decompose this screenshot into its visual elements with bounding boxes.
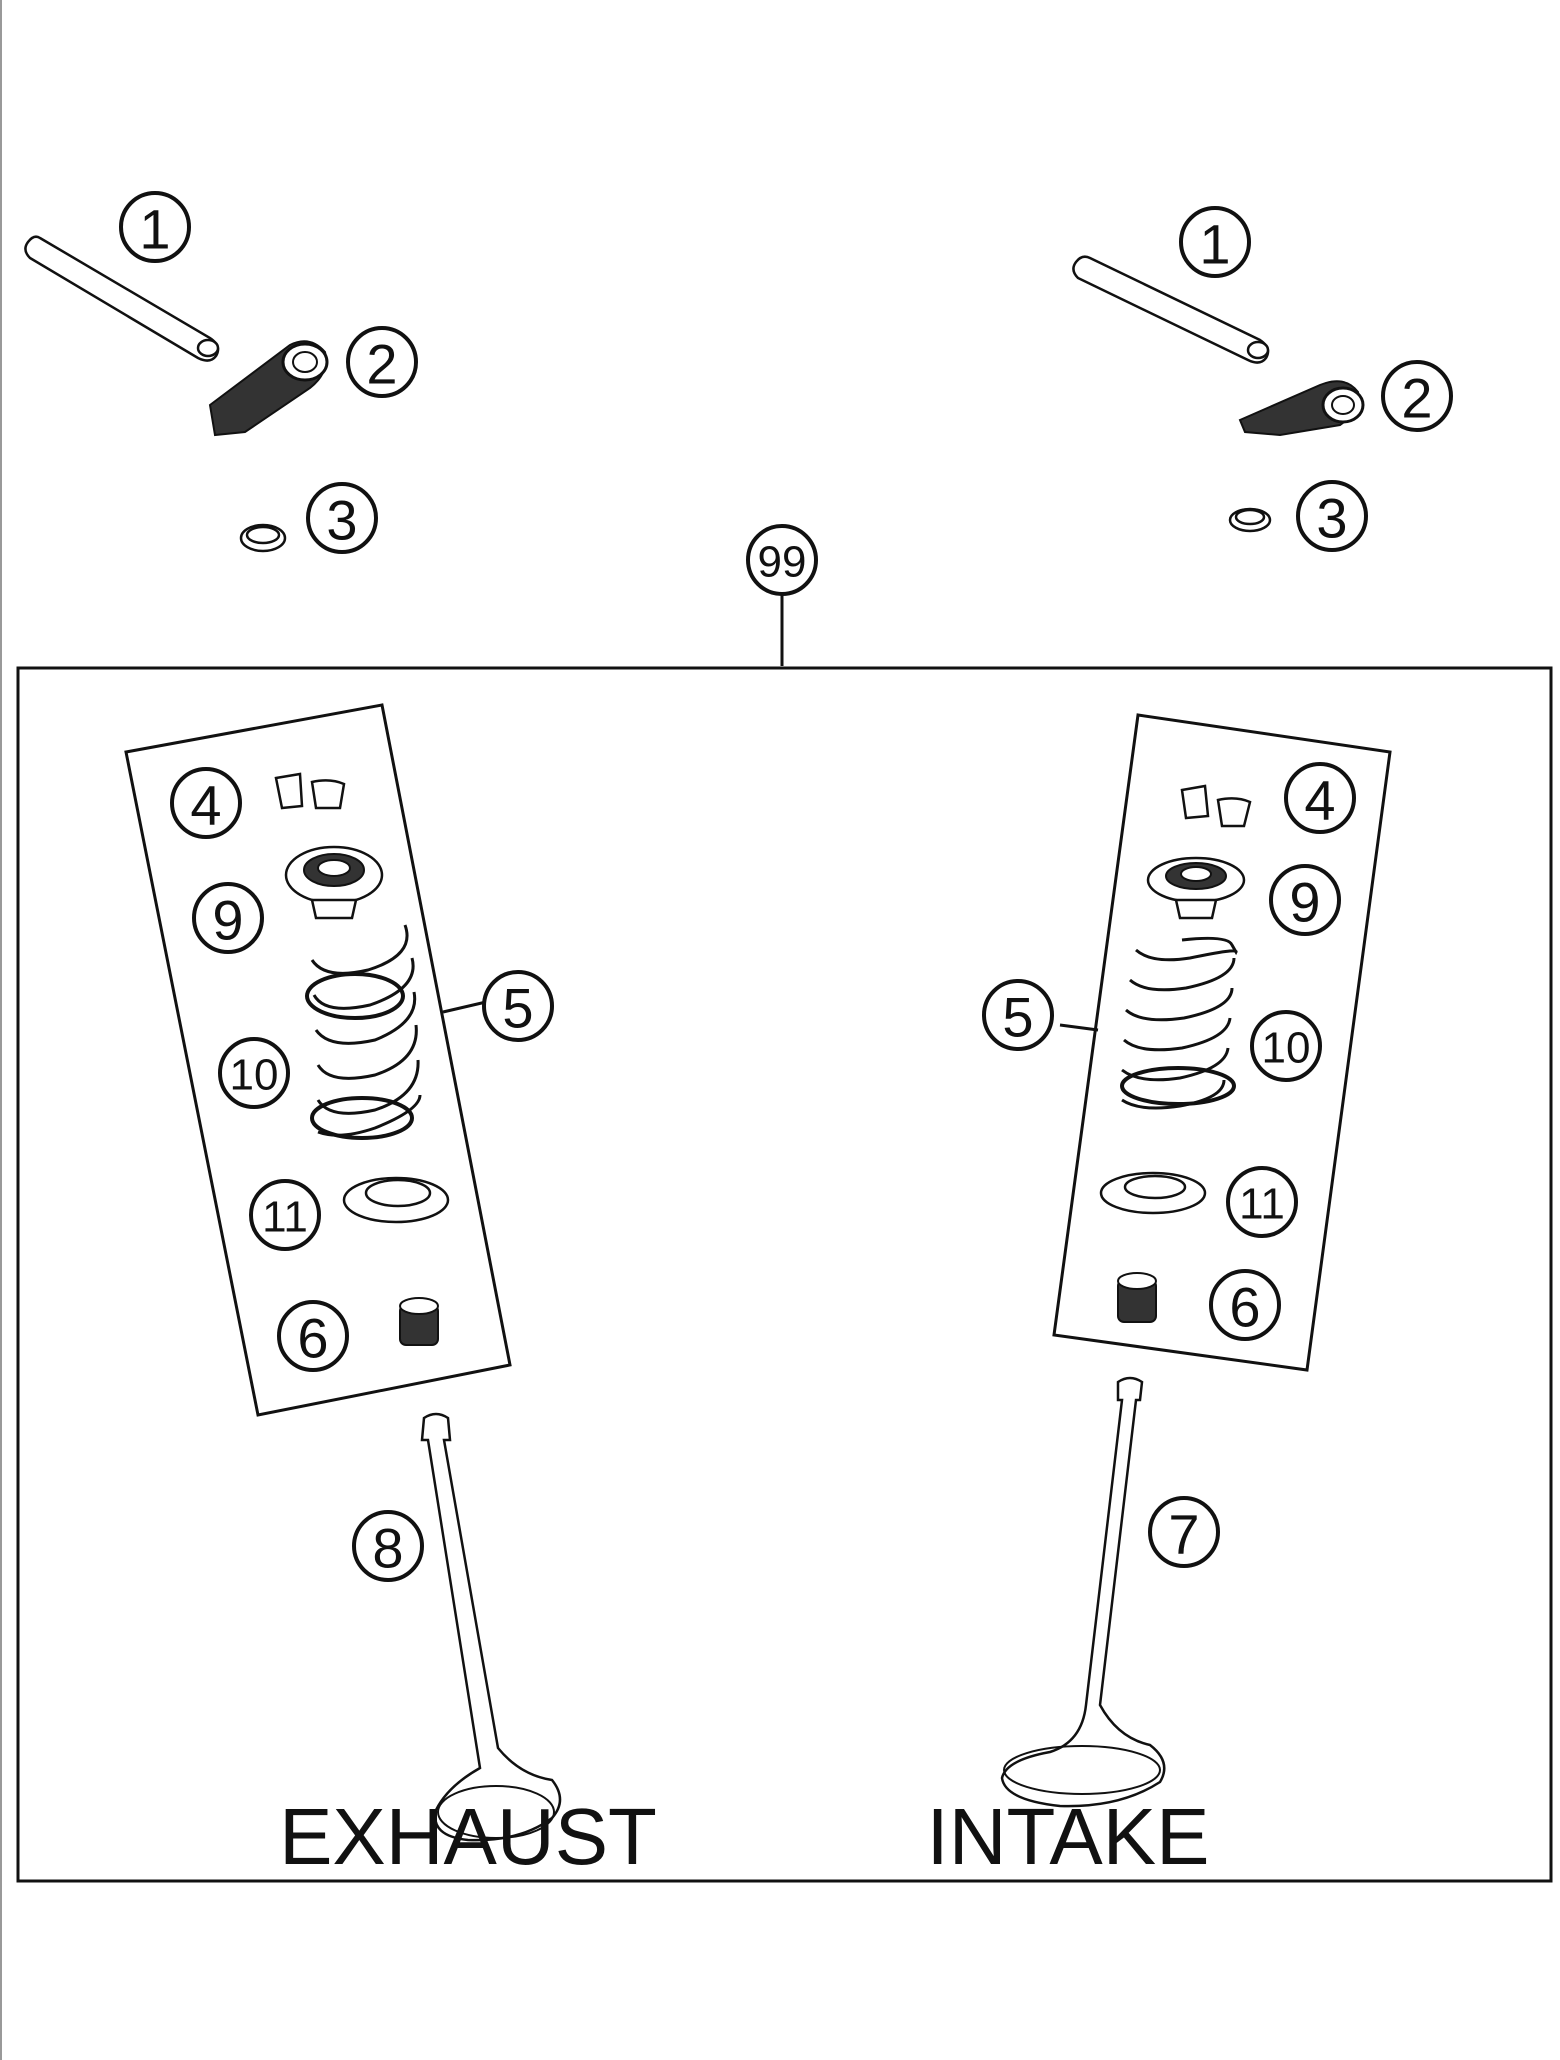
callout-exhaust-seal: 6 [277, 1300, 349, 1372]
intake-kit-panel [1052, 713, 1392, 1372]
svg-text:9: 9 [212, 889, 243, 952]
exhaust-label: EXHAUST [279, 1792, 657, 1881]
callout-intake-rocker: 2 [1381, 360, 1453, 432]
callout-intake-retainer: 9 [1269, 864, 1341, 936]
exhaust-valve [420, 1412, 562, 1842]
svg-text:1: 1 [139, 198, 170, 261]
exhaust-rocker-shaft [24, 235, 220, 362]
svg-text:7: 7 [1168, 1503, 1199, 1566]
intake-label: INTAKE [926, 1792, 1209, 1881]
callout-intake-spring: 10 [1250, 1010, 1322, 1082]
callout-intake-seal: 6 [1209, 1269, 1281, 1341]
svg-text:6: 6 [297, 1307, 328, 1370]
svg-text:3: 3 [326, 489, 357, 552]
intake-rocker-shaft [1072, 255, 1270, 364]
callout-intake-seat: 11 [1226, 1166, 1298, 1238]
callout-exhaust-kit: 5 [482, 970, 554, 1042]
exhaust-spring-seat [342, 1176, 450, 1224]
callout-intake-kit: 5 [982, 979, 1054, 1051]
callout-exhaust-shim: 3 [306, 482, 378, 554]
exhaust-spring-retainer [284, 845, 384, 920]
exhaust-rocker-arm [208, 340, 329, 437]
intake-kit-leader [1059, 1023, 1099, 1032]
intake-spring-retainer [1146, 856, 1246, 920]
svg-text:10: 10 [230, 1051, 279, 1100]
svg-text:2: 2 [1401, 367, 1432, 430]
svg-text:8: 8 [372, 1517, 403, 1580]
callout-exhaust-retainer: 9 [192, 882, 264, 954]
svg-text:99: 99 [758, 538, 807, 587]
intake-rocker-arm [1238, 380, 1365, 437]
exhaust-kit-leader [442, 1000, 487, 1014]
callout-exhaust-spring: 10 [218, 1037, 290, 1109]
svg-text:1: 1 [1199, 213, 1230, 276]
svg-text:11: 11 [262, 1193, 308, 1242]
callout-intake-shim: 3 [1296, 480, 1368, 552]
callout-exhaust-seat: 11 [249, 1179, 321, 1251]
svg-text:4: 4 [1304, 769, 1335, 832]
intake-spring-seat [1099, 1171, 1207, 1215]
svg-text:6: 6 [1229, 1276, 1260, 1339]
intake-shim [1228, 507, 1272, 533]
exhaust-valve-keepers [274, 772, 346, 810]
exhaust-valve-seal [399, 1297, 439, 1346]
svg-text:4: 4 [190, 774, 221, 837]
callout-assembly: 99 [746, 524, 818, 596]
callout-exhaust-keepers: 4 [170, 767, 242, 839]
svg-text:2: 2 [366, 333, 397, 396]
exhaust-shim [239, 523, 287, 553]
svg-text:10: 10 [1262, 1024, 1311, 1073]
svg-text:5: 5 [1002, 986, 1033, 1049]
exhaust-kit-panel [124, 703, 512, 1417]
intake-valve-seal [1117, 1272, 1157, 1323]
callout-exhaust-valve: 8 [352, 1510, 424, 1582]
intake-valve-spring [1120, 936, 1238, 1110]
callout-intake-keepers: 4 [1284, 762, 1356, 834]
svg-text:9: 9 [1289, 871, 1320, 934]
svg-text:3: 3 [1316, 487, 1347, 550]
svg-text:11: 11 [1239, 1180, 1285, 1229]
callout-exhaust-shaft: 1 [119, 191, 191, 263]
intake-valve [1000, 1376, 1166, 1808]
valve-assembly-frame [16, 666, 1553, 1883]
exhaust-valve-spring [305, 924, 422, 1140]
svg-text:5: 5 [502, 977, 533, 1040]
callout-intake-valve: 7 [1148, 1496, 1220, 1568]
callout-intake-shaft: 1 [1179, 206, 1251, 278]
callout-exhaust-rocker: 2 [346, 326, 418, 398]
intake-valve-keepers [1180, 784, 1252, 828]
